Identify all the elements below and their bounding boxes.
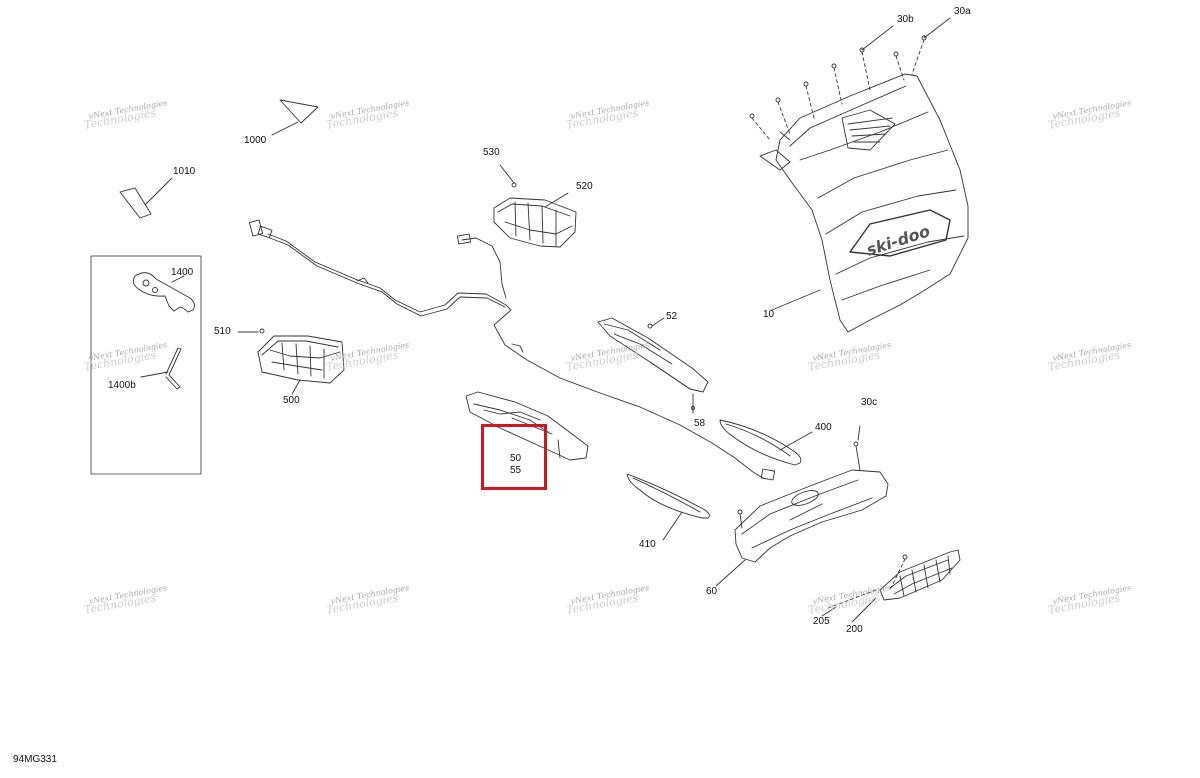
callout-50[interactable]: 50 [510, 453, 522, 464]
part-1010-decal [119, 177, 173, 219]
callout-52[interactable]: 52 [666, 311, 678, 322]
callout-400[interactable]: 400 [815, 422, 832, 433]
callout-1400b[interactable]: 1400b [108, 380, 136, 391]
callout-55[interactable]: 55 [510, 465, 522, 476]
callout-30c[interactable]: 30c [861, 397, 878, 408]
part-10-hood: ski-doo [759, 73, 969, 333]
callout-205[interactable]: 205 [813, 616, 830, 627]
fasteners-30a-30b [749, 17, 951, 141]
part-1400b-hex-key [140, 347, 182, 390]
part-200-grille [821, 549, 961, 623]
callout-500[interactable]: 500 [283, 395, 300, 406]
callout-60[interactable]: 60 [706, 586, 718, 597]
part-520-bracket [493, 164, 577, 248]
callout-1400[interactable]: 1400 [171, 267, 194, 278]
part-400-trim [719, 419, 813, 466]
callout-530[interactable]: 530 [483, 147, 500, 158]
callout-200[interactable]: 200 [846, 624, 863, 635]
part-60-bottom-panel [715, 425, 889, 587]
callout-1000[interactable]: 1000 [244, 135, 267, 146]
callout-410[interactable]: 410 [639, 539, 656, 550]
diagram-code: 94MG331 [13, 754, 57, 765]
callout-1010[interactable]: 1010 [173, 166, 196, 177]
part-52-step [597, 317, 709, 414]
wire-harness [248, 219, 776, 481]
tool-kit-frame [90, 255, 202, 475]
callout-10[interactable]: 10 [763, 309, 775, 320]
part-500-bracket [237, 328, 345, 395]
part-410-trim [626, 473, 710, 541]
callout-510[interactable]: 510 [214, 326, 231, 337]
callout-58[interactable]: 58 [694, 418, 706, 429]
callout-30b[interactable]: 30b [897, 14, 914, 25]
part-1400-wrench [132, 272, 195, 313]
part-1000-decal [271, 99, 319, 136]
callout-30a[interactable]: 30a [954, 6, 971, 17]
callout-520[interactable]: 520 [576, 181, 593, 192]
highlight-box [481, 424, 547, 490]
